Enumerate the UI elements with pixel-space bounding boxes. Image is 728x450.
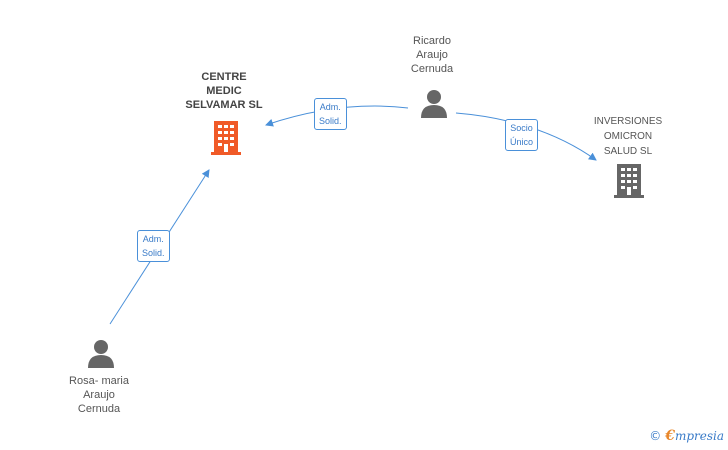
brand-e-letter: €: [665, 428, 675, 444]
person-ricardo-label[interactable]: Ricardo Araujo Cernuda: [410, 35, 454, 75]
person-icon[interactable]: [419, 88, 449, 118]
edge-label-socio-unico: Socio Único: [505, 119, 539, 151]
person-icon[interactable]: [86, 338, 116, 368]
company-inversiones-label[interactable]: INVERSIONES OMICRON SALUD SL: [593, 116, 663, 157]
copyright-icon: ©: [649, 429, 662, 443]
company-centre-medic-label[interactable]: CENTRE MEDIC SELVAMAR SL: [185, 71, 263, 111]
brand-name: mpresia: [674, 429, 724, 443]
edge-label-adm-solid: Adm. Solid.: [314, 98, 347, 130]
person-rosa-label[interactable]: Rosa- maria Araujo Cernuda: [69, 375, 129, 415]
building-icon[interactable]: [211, 121, 243, 155]
empresia-logo[interactable]: ©€mpresia: [649, 428, 724, 444]
building-icon[interactable]: [614, 164, 646, 198]
edge-label-adm-solid: Adm. Solid.: [137, 230, 170, 262]
